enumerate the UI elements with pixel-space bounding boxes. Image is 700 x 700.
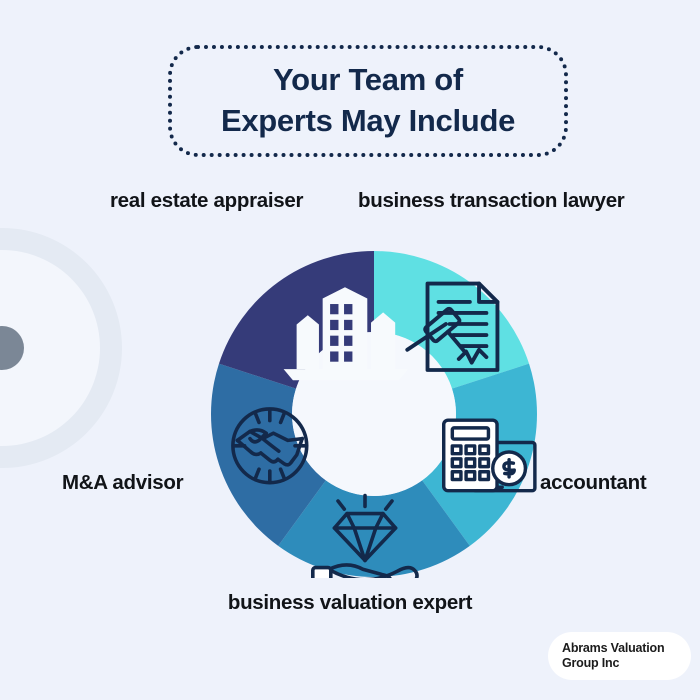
buildings-icon [283,287,409,381]
donut-chart [210,250,538,578]
decorative-dot [0,326,24,370]
hand-diamond-icon [311,493,419,578]
donut-segment-appraiser[interactable] [218,251,374,389]
decorative-rings [0,228,122,468]
segment-label-ma-advisor: M&A advisor [62,471,184,494]
decorative-ring-outer [0,228,122,468]
brand-logo: Abrams Valuation Group Inc [548,632,691,680]
gavel-document-icon [405,281,500,372]
logo-line-2: Group Inc [562,656,620,670]
donut-segment-lawyer[interactable] [374,251,530,389]
donut-segment-advisor[interactable] [211,363,326,546]
segment-label-accountant: accountant [540,471,647,494]
segment-label-business-valuation-expert: business valuation expert [227,591,473,614]
logo-line-1: Abrams Valuation [562,640,665,655]
title-line-2: Experts May Include [220,103,516,138]
segment-label-business-transaction-lawyer: business transaction lawyer [358,189,625,212]
title-line-1: Your Team of [273,62,463,98]
calculator-invoice-icon [442,418,537,493]
title-box: Your Team of Experts May Include [168,45,568,157]
segment-label-real-estate-appraiser: real estate appraiser [110,189,304,212]
decorative-ring-inner [0,250,100,446]
handshake-coin-icon [231,407,309,485]
